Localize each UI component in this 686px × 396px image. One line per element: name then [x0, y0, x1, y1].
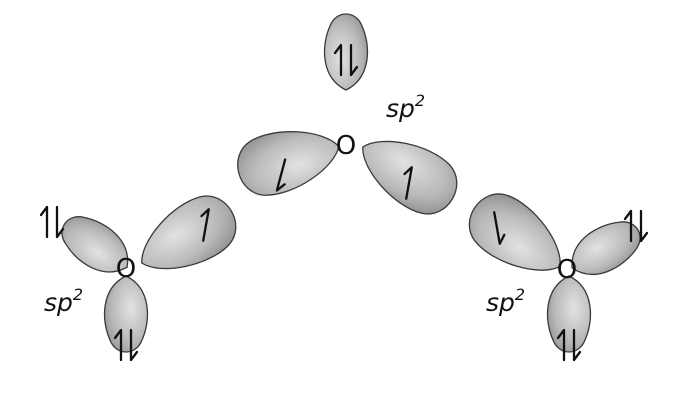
orbital-lobe-right-lower: [546, 275, 592, 353]
hybridization-superscript: 2: [415, 91, 425, 110]
paired-electrons-center-top: [333, 43, 359, 77]
hybridization-superscript: 2: [515, 285, 525, 304]
paired-electrons-right-upper: [623, 209, 649, 243]
electron-up-arrow: [623, 209, 633, 243]
atom-label-center: O: [336, 131, 356, 161]
orbital-lobe-right-bond: [468, 193, 561, 271]
atom-label-left: O: [116, 254, 136, 284]
hybridization-label-right: sp2: [486, 285, 525, 317]
atom-label-right: O: [557, 255, 577, 285]
electron-down-arrow: [275, 158, 287, 192]
orbital-lobe-left-bond: [141, 195, 237, 270]
electron-up-arrow: [556, 328, 566, 362]
electron-down-arrow: [349, 43, 359, 77]
hybridization-base: sp: [386, 94, 415, 123]
hybridization-base: sp: [486, 288, 515, 317]
paired-electrons-right-lower: [556, 328, 582, 362]
electron-up-arrow: [200, 208, 210, 242]
electron-up-arrow: [113, 328, 123, 362]
electron-up-arrow: [403, 166, 413, 200]
electron-up-arrow: [333, 43, 343, 77]
electron-down-arrow: [639, 209, 649, 243]
hybridization-label-center: sp2: [386, 91, 425, 123]
electron-up-center-bond-right: [403, 166, 413, 200]
orbital-lobe-center-bond-left: [237, 131, 340, 196]
hybridization-superscript: 2: [73, 285, 83, 304]
electron-down-arrow: [129, 328, 139, 362]
paired-electrons-left-upper: [39, 205, 65, 239]
paired-electrons-left-lower: [113, 328, 139, 362]
electron-up-arrow: [39, 205, 49, 239]
electron-down-arrow: [572, 328, 582, 362]
electron-down-arrow: [55, 205, 65, 239]
hybridization-label-left: sp2: [44, 285, 83, 317]
orbital-lobe-center-top: [323, 13, 369, 91]
hybridization-base: sp: [44, 288, 73, 317]
electron-down-arrow: [493, 211, 506, 245]
orbital-lobe-right-upper: [571, 221, 641, 275]
electron-up-left-bond: [200, 208, 210, 242]
orbital-lobe-center-bond-right: [362, 140, 458, 215]
orbital-lobe-left-upper: [61, 216, 129, 273]
electron-down-right-bond: [493, 211, 506, 245]
orbital-lobe-left-lower: [103, 275, 149, 353]
electron-down-center-bond-left: [275, 158, 287, 192]
